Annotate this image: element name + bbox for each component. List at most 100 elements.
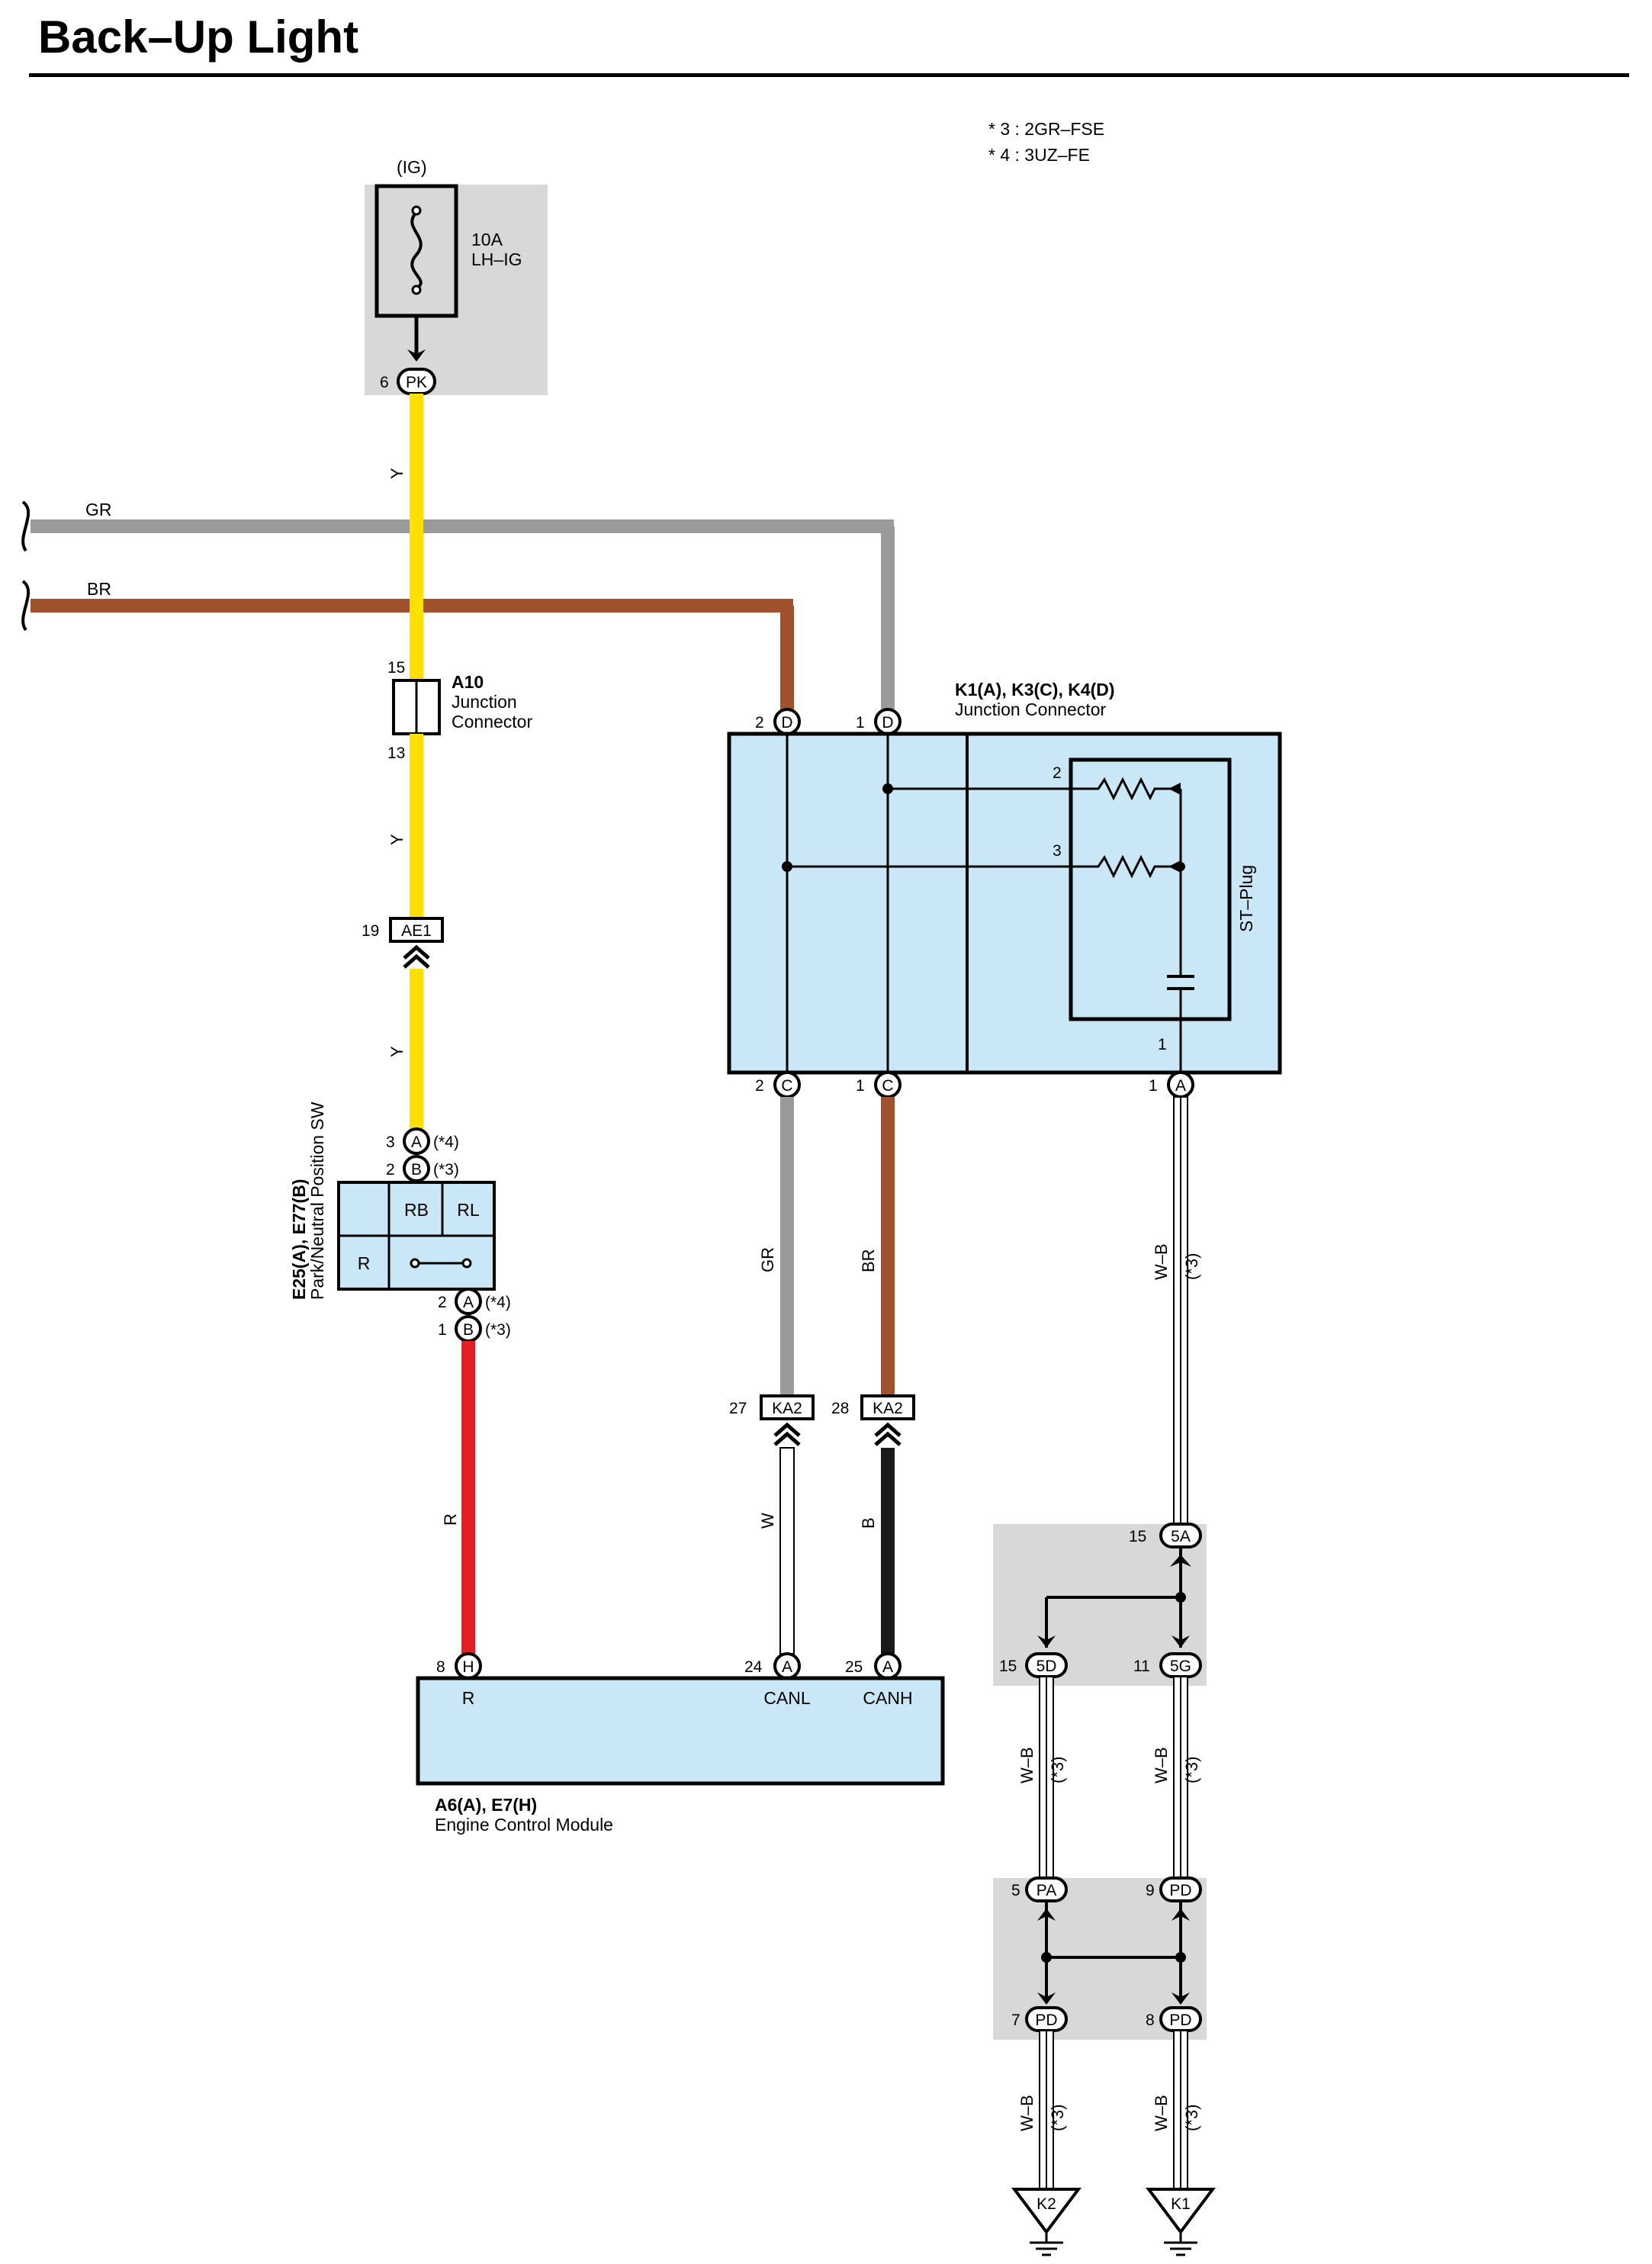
wb-wire-right-1-note: (*3) <box>1182 1757 1201 1783</box>
ka2-2-pin: 28 <box>831 1400 849 1417</box>
junction-name: Junction Connector <box>955 699 1107 719</box>
switch-contact-left <box>410 1258 420 1269</box>
pnp-top-pin-b-conn: B <box>411 1161 422 1179</box>
junction-dot-1 <box>882 783 893 794</box>
yellow-wire-run: Y 15 13 A10 Junction Connector Y AE1 19 … <box>362 394 532 1129</box>
splice-pd-left-pin: 7 <box>1011 2012 1020 2029</box>
ae1-pin: 19 <box>362 922 379 940</box>
br-wire-lower-label: BR <box>859 1249 878 1272</box>
a10-pin-bottom: 13 <box>387 744 405 762</box>
ecm-id: A6(A), E7(H) <box>435 1795 537 1815</box>
ecm-pin-h-conn: H <box>462 1658 474 1676</box>
a10-id: A10 <box>452 672 484 692</box>
st-plug-dot <box>1176 862 1185 871</box>
fuse-terminal-bottom <box>411 285 422 295</box>
splice-5d-label: 5D <box>1037 1658 1057 1675</box>
wb-wire-right-2-label: W–B <box>1152 2095 1171 2131</box>
wb-ground-chain: W–B (*3) 5A 15 5D 15 5G 11 W–B (*3) <box>993 1096 1216 2256</box>
pnp-bottom-pin-b-note: (*3) <box>485 1321 511 1339</box>
splice-5a-label: 5A <box>1171 1528 1191 1545</box>
junction-top-pin-2-conn: D <box>882 714 893 732</box>
pnp-cell-r: R <box>358 1253 371 1273</box>
ecm-pin-canl-number: 24 <box>744 1658 763 1676</box>
junction-bottom-pin-2-number: 1 <box>856 1077 865 1095</box>
junction-bottom-pin-3-conn: A <box>1175 1077 1186 1095</box>
splice-5g-label: 5G <box>1170 1658 1191 1675</box>
resistor-2-icon <box>1071 854 1178 879</box>
ground-k1-icon <box>1146 2188 1216 2235</box>
ecm-name: Engine Control Module <box>435 1815 613 1835</box>
splice-pd-right-label: PD <box>1169 2012 1191 2029</box>
fuse-arrow-icon <box>407 349 426 362</box>
ecm-box <box>416 1676 945 1786</box>
pnp-top-pin-b-note: (*3) <box>433 1161 459 1179</box>
pk-pin-number: 6 <box>380 374 389 391</box>
ka2-1-pin: 27 <box>729 1400 747 1417</box>
pk-terminal-label: PK <box>406 374 427 391</box>
ecm-pin-canh-number: 25 <box>845 1658 863 1676</box>
page-title: Back–Up Light <box>38 11 359 63</box>
fuse-name: LH–IG <box>471 249 522 269</box>
wb-wire-left-2-note: (*3) <box>1048 2105 1067 2131</box>
fuse-terminal-top <box>411 205 422 216</box>
splice-lower-dot-right <box>1175 1952 1186 1963</box>
gr-wire-lower-label: GR <box>758 1247 777 1272</box>
splice-pd-top-pin: 9 <box>1146 1882 1155 1899</box>
ground-k2-label: K2 <box>1037 2195 1056 2213</box>
pnp-top-pin-a <box>403 1127 430 1155</box>
junction-id: K1(A), K3(C), K4(D) <box>955 680 1115 699</box>
ae1-label: AE1 <box>401 922 432 940</box>
pnp-top-pin-a-number: 3 <box>386 1134 395 1151</box>
ae1-connector <box>389 917 444 943</box>
note-2gr: * 3 : 2GR–FSE <box>988 119 1104 139</box>
st-plug-box <box>1069 757 1232 1021</box>
ground-k1-label: K1 <box>1171 2195 1191 2213</box>
switch-contact-right <box>461 1258 472 1269</box>
junction-connector: K1(A), K3(C), K4(D) Junction Connector D… <box>727 680 1282 1098</box>
pnp-bottom-pin-a-number: 2 <box>438 1294 447 1311</box>
br-break-icon <box>21 580 31 632</box>
splice-pd-right-pin: 8 <box>1146 2012 1155 2029</box>
w-wire-label: W <box>758 1513 777 1529</box>
title-rule <box>29 73 1629 77</box>
b-wire-label: B <box>859 1517 878 1529</box>
splice-pd-top-label: PD <box>1169 1882 1191 1899</box>
r-wire-label: R <box>441 1513 460 1526</box>
st-plug-pin-3: 3 <box>1053 842 1062 860</box>
pnp-top-pin-a-note: (*4) <box>433 1134 459 1151</box>
splice-pa <box>1025 1876 1068 1902</box>
st-plug-pin-2: 2 <box>1053 764 1062 782</box>
ka2-connector-1 <box>760 1394 815 1420</box>
splice-5d-pin: 15 <box>999 1658 1017 1675</box>
splice-pd-left-label: PD <box>1035 2012 1057 2029</box>
resistor-1-icon <box>1071 777 1178 801</box>
wb-wire-left-1-label: W–B <box>1017 1747 1037 1783</box>
a10-pin-top: 15 <box>387 659 405 677</box>
br-wire-label: BR <box>87 579 111 599</box>
splice-5d-arrow-icon <box>1037 1635 1056 1648</box>
fuse-symbol-icon <box>410 211 423 290</box>
y-wire-1-label: Y <box>387 468 407 479</box>
junction-top-pin-2-number: 1 <box>856 714 865 732</box>
junction-top-pin-1-conn: D <box>781 714 792 732</box>
gr-wire-label: GR <box>85 500 112 519</box>
gr-break-icon <box>21 500 31 552</box>
wb-wire-right-1-label: W–B <box>1152 1747 1171 1783</box>
ecm-pin-canl-conn: A <box>782 1658 792 1676</box>
pnp-switch-name: Park/Neutral Position SW <box>307 1101 327 1300</box>
junction-bottom-pin-1-conn: C <box>781 1077 792 1095</box>
ka2-2-chevron-icon <box>874 1422 902 1446</box>
wb-wire-main-label: W–B <box>1152 1243 1171 1280</box>
fuse-rating: 10A <box>471 230 503 249</box>
junction-bottom-pin-2-conn: C <box>882 1077 893 1095</box>
pnp-switch-id: E25(A), E77(B) <box>289 1179 309 1300</box>
splice-5g-pin: 11 <box>1133 1658 1150 1675</box>
splice-pd-top <box>1159 1876 1202 1902</box>
engine-control-module: H 8 A 24 A 25 R CANL CANH A6(A), E7(H) E… <box>416 1652 945 1835</box>
st-plug-pin-1: 1 <box>1158 1036 1167 1053</box>
junction-bottom-pin-1-number: 2 <box>755 1077 764 1095</box>
pnp-top-pin-b-number: 2 <box>386 1161 395 1179</box>
y-wire-2-label: Y <box>387 834 407 845</box>
